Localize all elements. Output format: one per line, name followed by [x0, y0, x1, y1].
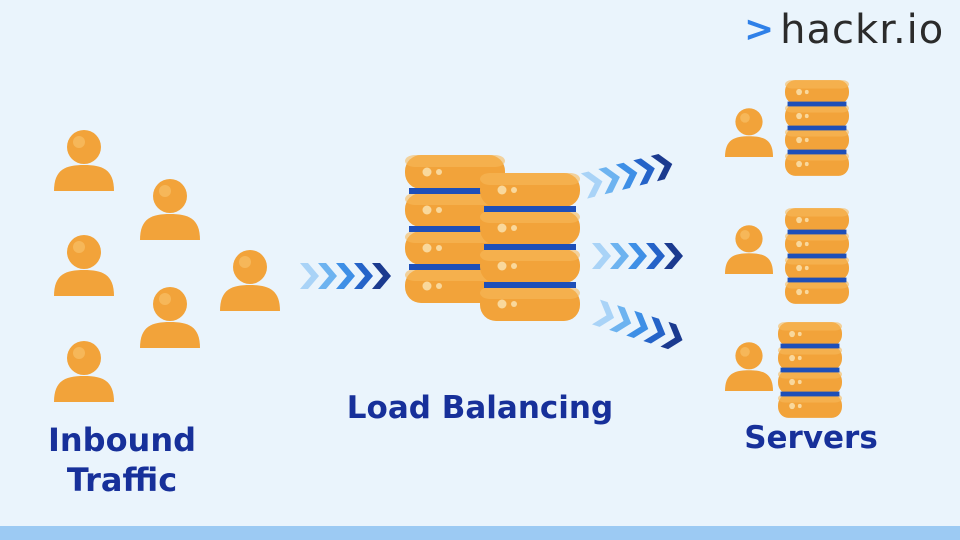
arrow-to-server-1-icon — [580, 151, 676, 199]
logo-chevron-icon: > — [744, 9, 775, 50]
arrow-to-server-3-icon — [591, 299, 687, 353]
load-balancing-label: Load Balancing — [346, 390, 614, 426]
server-stack-icon-1 — [785, 80, 849, 176]
logo-wordmark: hackr.io — [780, 7, 945, 53]
inbound-traffic-label: Inbound Traffic — [40, 420, 204, 500]
inbound-label-line-1: Inbound — [47, 421, 197, 459]
server-stack-icon-2 — [785, 208, 849, 304]
server-user-icon-1 — [725, 108, 773, 157]
user-icon-3 — [54, 235, 114, 296]
server-stack-icon-3 — [778, 322, 842, 418]
arrow-to-server-2-icon — [592, 243, 683, 269]
user-icon-1 — [54, 130, 114, 191]
server-user-icon-2 — [725, 225, 773, 274]
bottom-bar — [0, 526, 960, 540]
user-icon-6 — [54, 341, 114, 402]
user-icon-4 — [220, 250, 280, 311]
user-icon-2 — [140, 179, 200, 240]
arrow-to-balancer-icon — [300, 263, 391, 289]
load-balancer-front-stack-icon — [480, 173, 580, 321]
servers-label: Servers — [744, 420, 878, 456]
user-icon-5 — [140, 287, 200, 348]
server-user-icon-3 — [725, 342, 773, 391]
inbound-label-line-2: Traffic — [66, 461, 178, 499]
hackr-logo[interactable]: > hackr.io — [744, 4, 944, 56]
